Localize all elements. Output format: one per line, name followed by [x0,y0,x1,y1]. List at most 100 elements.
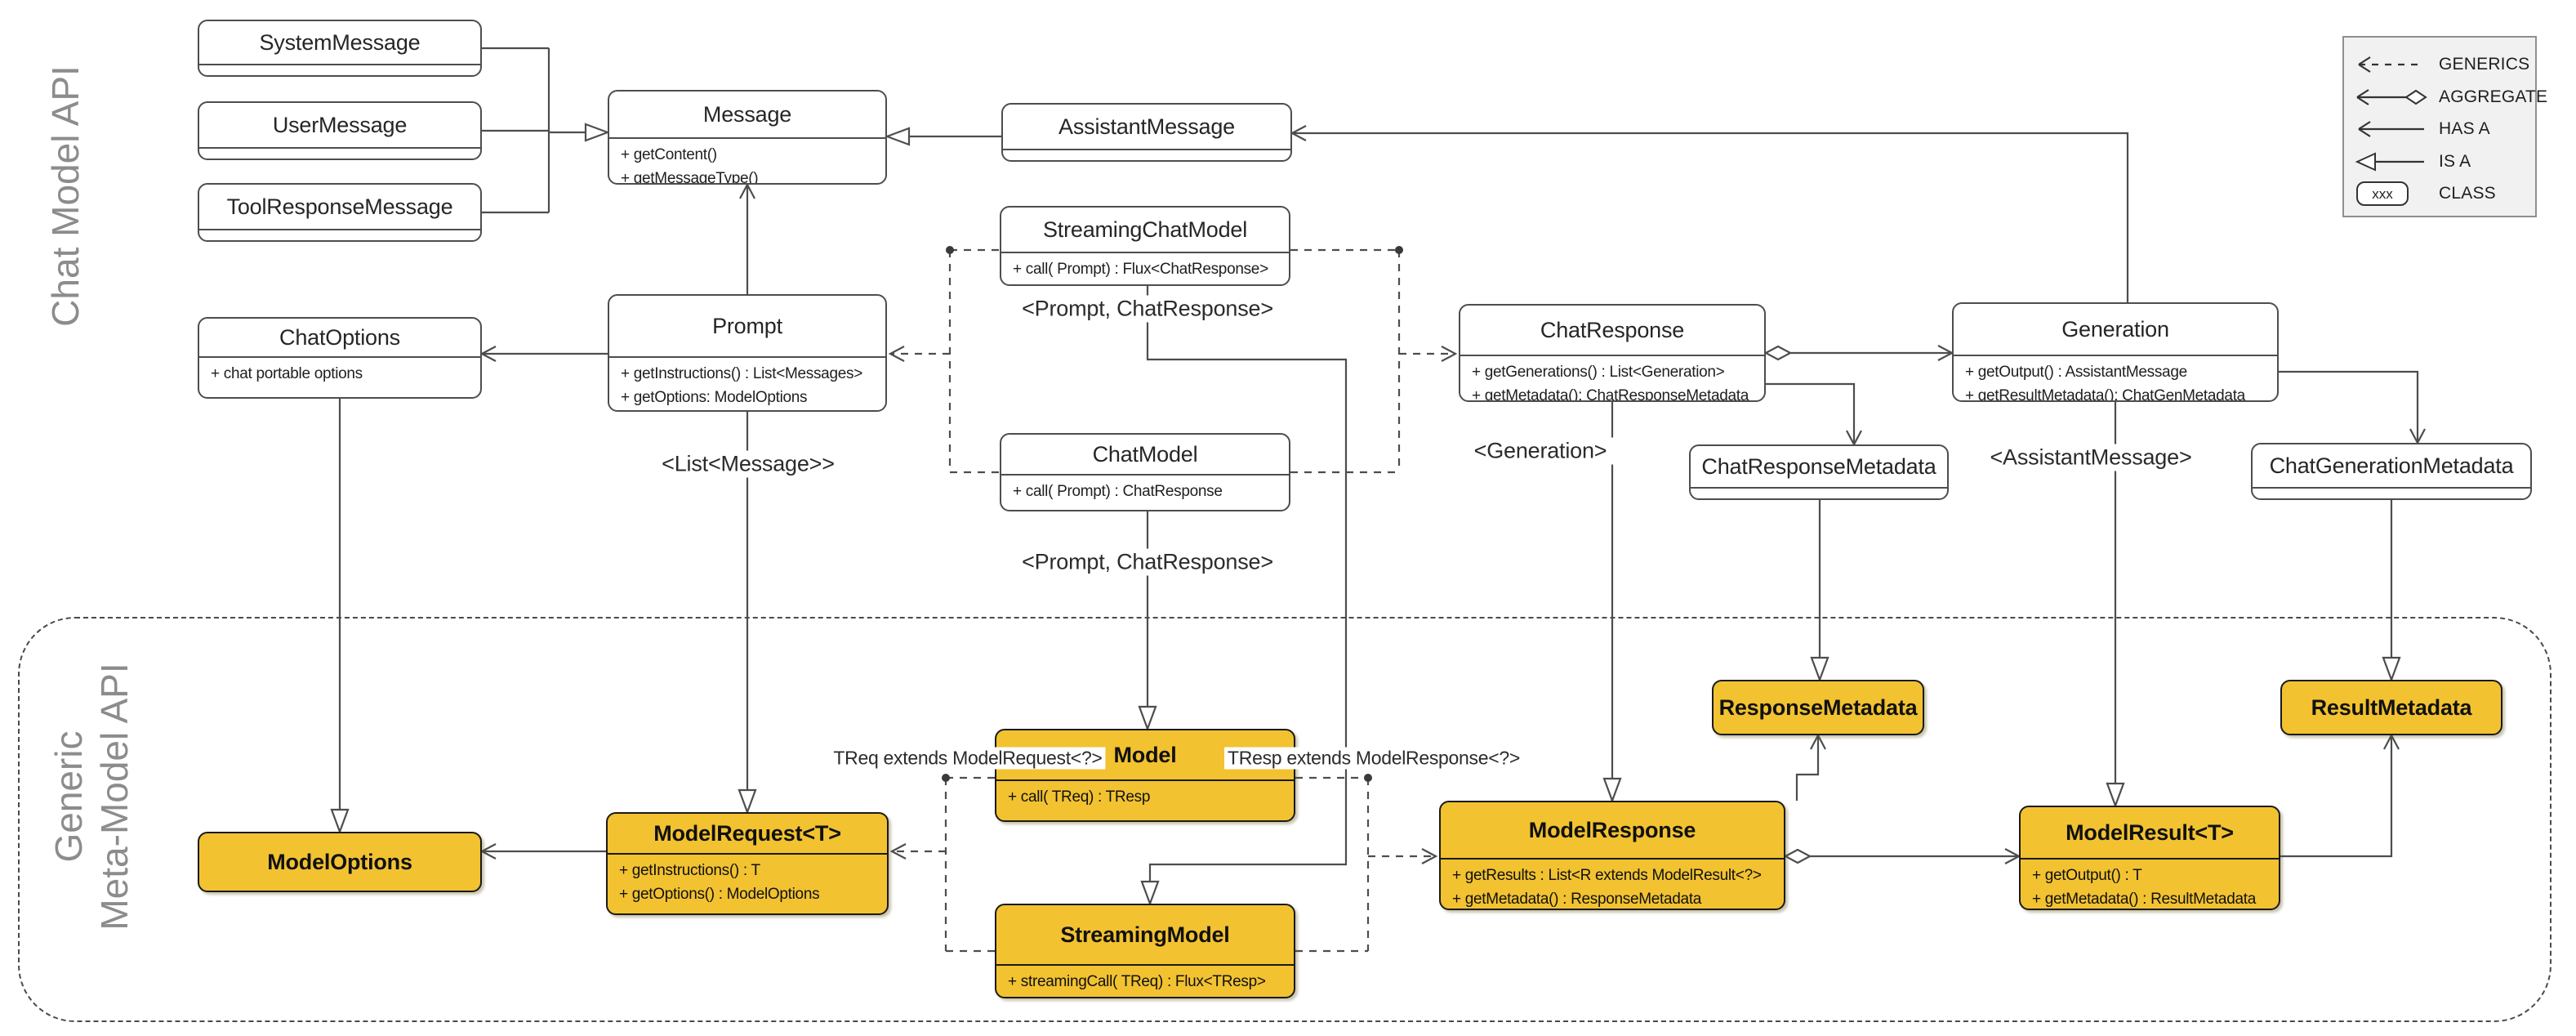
method-row: + chat portable options [211,365,363,382]
compartment-divider [199,356,480,358]
compartment-divider [199,64,480,65]
class-methods [1691,489,1947,498]
edge-chatresponse-hasa-chatresponsemetadata [1766,382,1862,447]
class-title: SystemMessage [259,29,421,55]
class-box-system-message[interactable]: SystemMessage [198,20,482,77]
class-box-assistant-message[interactable]: AssistantMessage [1001,103,1292,162]
class-title: StreamingChatModel [1042,217,1248,242]
edge-type-label: <AssistantMessage> [1983,444,2199,471]
class-methods [199,230,480,240]
compartment-divider [1003,149,1290,150]
compartment-divider [1954,355,2277,356]
legend-label: AGGREGATE [2439,87,2548,106]
class-title: StreamingModel [1060,922,1230,947]
method-row: + call( TReq) : TResp [1008,788,1151,806]
class-box-icon: xxx [2354,180,2439,208]
class-box-result-metadata[interactable]: ResultMetadata [2280,680,2502,735]
generics-junction-dot [946,246,954,254]
compartment-divider [1691,487,1947,489]
class-box-model-options[interactable]: ModelOptions [198,832,482,892]
method-row: + getContent() [621,146,717,163]
class-box-response-metadata[interactable]: ResponseMetadata [1712,680,1924,735]
class-title: Message [702,101,792,127]
compartment-divider [2253,487,2530,489]
method-row: + getOptions() : ModelOptions [619,886,820,903]
compartment-divider [996,964,1294,966]
generics-junction-dot [942,774,950,782]
edge-streamingchatmodel-isa-streamingmodel [1148,286,1348,904]
legend-row-generics: GENERICS [2354,49,2529,80]
class-methods: + streamingCall( TReq) : Flux<TResp> [996,966,1294,997]
method-row: + call( Prompt) : Flux<ChatResponse> [1013,261,1268,278]
class-box-model-result[interactable]: ModelResult<T>+ getOutput() : T+ getMeta… [2019,806,2280,910]
compartment-divider [1001,474,1289,476]
method-row: + getResults : List<R extends ModelResul… [1452,867,1762,884]
class-box-user-message[interactable]: UserMessage [198,101,482,160]
compartment-divider [2021,858,2279,860]
class-methods [2253,489,2530,498]
generic-meta-model-container [18,617,2551,1022]
class-box-model[interactable]: Model+ call( TReq) : TResp [995,729,1295,822]
class-title: ChatModel [1092,441,1198,467]
class-box-chat-options[interactable]: ChatOptions + chat portable options [198,317,482,399]
edge-type-label: <Prompt, ChatResponse> [1015,295,1280,323]
class-title: UserMessage [272,112,408,137]
edge-generation-hasa-assistant [1290,125,2129,302]
class-box-message[interactable]: Message + getContent() + getMessageType() [608,90,887,185]
class-title: ChatResponseMetadata [1701,453,1936,479]
class-box-streaming-model[interactable]: StreamingModel + streamingCall( TReq) : F… [995,904,1295,998]
compartment-divider [1460,355,1764,356]
compartment-divider [199,147,480,149]
class-methods: + call( Prompt) : Flux<ChatResponse> [1001,253,1289,284]
method-row: + streamingCall( TReq) : Flux<TResp> [1008,973,1266,990]
class-methods: + call( TReq) : TResp [996,781,1294,820]
class-box-tool-response-message[interactable]: ToolResponseMessage [198,183,482,242]
generic-bound-label: TResp extends ModelResponse<?> [1224,747,1523,770]
edge-modelresponse-hasa-responsemetadata [1795,733,1826,801]
class-box-prompt[interactable]: Prompt + getInstructions() : List<Message… [608,294,887,412]
method-row: + getMetadata() : ResultMetadata [2032,891,2256,908]
generics-arrow-icon [2354,54,2439,75]
class-box-model-response[interactable]: ModelResponse+ getResults : List<R exten… [1439,801,1785,910]
class-title: Prompt [712,313,782,338]
class-title: ToolResponseMessage [226,194,453,219]
is-a-arrow-icon [2354,151,2439,172]
method-row: + getGenerations() : List<Generation> [1472,364,1725,381]
class-box-chat-generation-metadata[interactable]: ChatGenerationMetadata [2251,443,2532,500]
method-row: + getMessageType() [621,170,759,183]
edge-type-label: <Generation> [1467,437,1614,465]
class-box-generation[interactable]: Generation+ getOutput() : AssistantMessa… [1952,302,2279,402]
svg-text:xxx: xxx [2372,186,2393,202]
class-box-streaming-chat-model[interactable]: StreamingChatModel + call( Prompt) : Flux… [1000,206,1290,286]
class-methods: + getInstructions() : List<Messages> + ge… [609,358,885,410]
aggregate-arrow-icon [2354,87,2439,108]
class-box-chat-response-metadata[interactable]: ChatResponseMetadata [1689,444,1949,500]
method-row: + getOptions: ModelOptions [621,389,808,406]
compartment-divider [1441,858,1784,860]
class-title: ChatGenerationMetadata [2269,453,2514,478]
class-box-chat-model[interactable]: ChatModel + call( Prompt) : ChatResponse [1000,433,1290,511]
class-box-chat-response[interactable]: ChatResponse + getGenerations() : List<Ge… [1459,304,1766,402]
edge-modelresult-hasa-resultmetadata [2280,733,2400,858]
legend-row-has-a: HAS A [2354,114,2527,145]
edge-generation-hasa-chatgenerationmetadata [2279,370,2426,445]
class-methods [199,149,480,159]
class-title: ResultMetadata [2311,694,2472,720]
has-a-arrow-icon [2354,118,2439,140]
class-methods: + getResults : List<R extends ModelResul… [1441,860,1784,909]
class-methods: + call( Prompt) : ChatResponse [1001,476,1289,510]
class-methods [1003,150,1290,160]
generic-bound-label: TReq extends ModelRequest<?> [830,747,1106,770]
class-methods: + getContent() + getMessageType() [609,139,885,183]
class-title: ChatResponse [1540,317,1685,342]
class-methods: + getOutput() : T+ getMetadata() : Resul… [2021,860,2279,909]
class-methods: + getOutput() : AssistantMessage+ getRes… [1954,356,2277,400]
class-title: ChatOptions [279,324,400,350]
legend-label: IS A [2439,151,2471,171]
method-row: + getInstructions() : List<Messages> [621,365,862,382]
class-box-model-request[interactable]: ModelRequest<T>+ getInstructions() : T+ … [606,812,889,915]
